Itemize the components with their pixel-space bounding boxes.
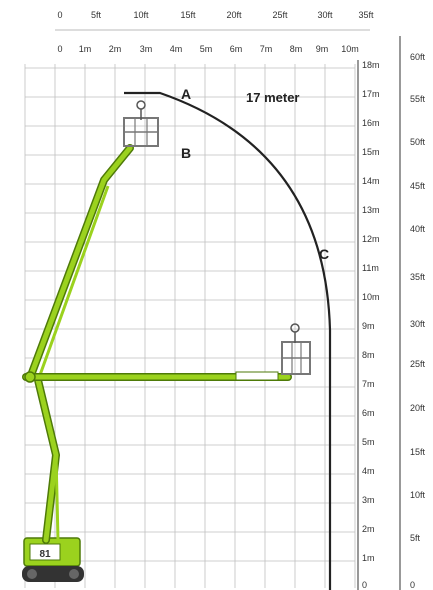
feet-right-tick: 15ft bbox=[410, 447, 426, 457]
meter-right-tick: 3m bbox=[362, 495, 375, 505]
track-wheel bbox=[27, 569, 37, 579]
meter-right-tick: 6m bbox=[362, 408, 375, 418]
feet-top-tick: 25ft bbox=[272, 10, 288, 20]
boom-extension-marker bbox=[235, 371, 279, 381]
lower-boom-strut bbox=[54, 454, 60, 541]
meter-right-tick: 10m bbox=[362, 292, 380, 302]
meter-top-tick: 1m bbox=[79, 44, 92, 54]
meter-right-tick: 13m bbox=[362, 205, 380, 215]
meter-right-tick: 1m bbox=[362, 553, 375, 563]
feet-scale-top: 0 5ft 10ft 15ft 20ft 25ft 30ft 35ft bbox=[57, 10, 374, 20]
person-icon bbox=[136, 100, 146, 110]
meter-top-tick: 9m bbox=[316, 44, 329, 54]
feet-right-tick: 60ft bbox=[410, 52, 426, 62]
feet-top-tick: 30ft bbox=[317, 10, 333, 20]
feet-right-tick: 25ft bbox=[410, 359, 426, 369]
basket-raised bbox=[123, 100, 159, 147]
meter-right-tick: 5m bbox=[362, 437, 375, 447]
meter-right-tick: 15m bbox=[362, 147, 380, 157]
meter-right-tick: 4m bbox=[362, 466, 375, 476]
point-b-label: B bbox=[181, 145, 191, 161]
basket-extended bbox=[281, 323, 311, 375]
feet-top-tick: 10ft bbox=[133, 10, 149, 20]
meter-scale-right: 18m 17m 16m 15m 14m 13m 12m 11m 10m 9m 8… bbox=[362, 60, 380, 590]
meter-right-tick: 16m bbox=[362, 118, 380, 128]
feet-right-tick: 40ft bbox=[410, 224, 426, 234]
feet-top-tick: 15ft bbox=[180, 10, 196, 20]
meter-right-tick: 7m bbox=[362, 379, 375, 389]
working-envelope-line bbox=[124, 91, 332, 590]
feet-right-tick: 20ft bbox=[410, 403, 426, 413]
point-a-label: A bbox=[181, 86, 191, 102]
feet-right-tick: 55ft bbox=[410, 94, 426, 104]
chassis-track bbox=[22, 566, 84, 582]
feet-right-tick: 30ft bbox=[410, 319, 426, 329]
meter-top-tick: 7m bbox=[260, 44, 273, 54]
meter-top-tick: 2m bbox=[109, 44, 122, 54]
meter-right-tick: 0 bbox=[362, 580, 367, 590]
boom-pivot bbox=[24, 371, 36, 383]
feet-right-tick: 45ft bbox=[410, 181, 426, 191]
meter-right-tick: 8m bbox=[362, 350, 375, 360]
lift-model-badge: 81 bbox=[39, 549, 51, 560]
meter-right-tick: 11m bbox=[362, 263, 379, 273]
meter-top-tick: 10m bbox=[341, 44, 359, 54]
meter-right-tick: 14m bbox=[362, 176, 380, 186]
outreach-boom bbox=[22, 371, 292, 383]
grid bbox=[24, 64, 356, 588]
feet-top-tick: 5ft bbox=[91, 10, 102, 20]
max-height-callout: 17 meter bbox=[246, 90, 299, 105]
point-c-label: C bbox=[319, 246, 329, 262]
meter-right-tick: 9m bbox=[362, 321, 375, 331]
feet-right-tick: 0 bbox=[410, 580, 415, 590]
feet-right-tick: 5ft bbox=[410, 533, 421, 543]
meter-right-tick: 2m bbox=[362, 524, 375, 534]
feet-top-tick: 35ft bbox=[358, 10, 374, 20]
lift-chassis: 81 bbox=[22, 537, 84, 582]
meter-top-tick: 3m bbox=[140, 44, 153, 54]
feet-scale-right: 60ft 55ft 50ft 45ft 40ft 35ft 30ft 25ft … bbox=[410, 52, 426, 590]
feet-top-tick: 20ft bbox=[226, 10, 242, 20]
feet-right-tick: 10ft bbox=[410, 490, 426, 500]
meter-right-tick: 17m bbox=[362, 89, 380, 99]
track-wheel bbox=[69, 569, 79, 579]
feet-right-tick: 35ft bbox=[410, 272, 426, 282]
meter-top-tick: 0 bbox=[57, 44, 62, 54]
meter-top-tick: 8m bbox=[290, 44, 303, 54]
feet-top-tick: 0 bbox=[57, 10, 62, 20]
meter-top-tick: 4m bbox=[170, 44, 183, 54]
meter-right-tick: 12m bbox=[362, 234, 380, 244]
meter-scale-top: 0 1m 2m 3m 4m 5m 6m 7m 8m 9m 10m bbox=[57, 44, 358, 54]
lower-boom bbox=[34, 376, 60, 544]
meter-top-tick: 5m bbox=[200, 44, 213, 54]
chassis-panel bbox=[29, 543, 61, 561]
meter-right-tick: 18m bbox=[362, 60, 380, 70]
upper-boom-raised bbox=[26, 144, 134, 382]
feet-right-tick: 50ft bbox=[410, 137, 426, 147]
upper-boom-cylinder bbox=[38, 185, 110, 376]
meter-top-tick: 6m bbox=[230, 44, 243, 54]
